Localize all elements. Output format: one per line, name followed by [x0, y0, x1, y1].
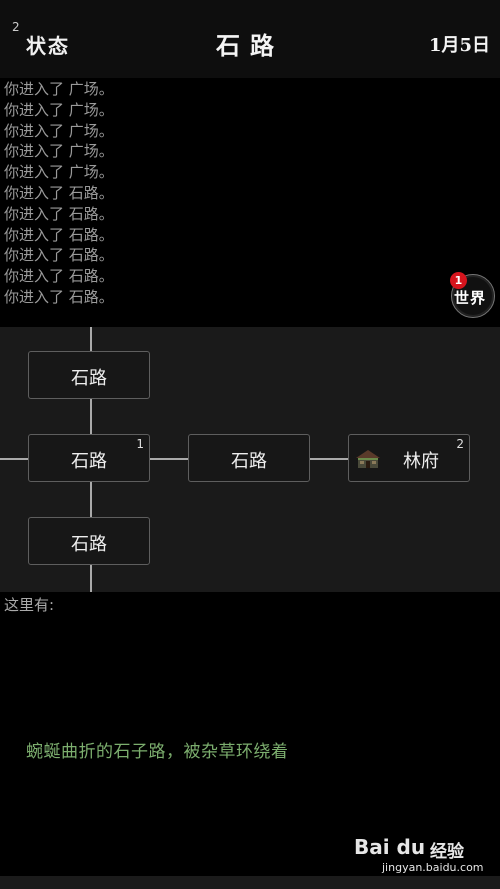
- baidu-logo: Bai du: [354, 835, 426, 859]
- status-count: 2: [12, 20, 20, 34]
- world-button[interactable]: 世界 1: [450, 272, 496, 318]
- log-line: 你进入了 广场。: [4, 100, 114, 119]
- log-line: 你进入了 广场。: [4, 80, 114, 98]
- bottom-bar: [0, 876, 500, 889]
- map-node-current[interactable]: 石路 1: [28, 434, 150, 482]
- game-date: 1月5日: [428, 35, 490, 56]
- path-line: [90, 565, 92, 592]
- log-line: 你进入了 广场。: [4, 121, 114, 140]
- status-label: 状态: [26, 34, 70, 58]
- message-log: 你进入了 广场。 你进入了 广场。 你进入了 广场。 你进入了 广场。 你进入了…: [4, 79, 424, 308]
- path-line: [310, 458, 348, 460]
- baidu-experience-label: 经验: [430, 842, 464, 862]
- map-node-south[interactable]: 石路: [28, 517, 150, 565]
- log-line: 你进入了 石路。: [4, 183, 114, 202]
- path-line: [0, 458, 28, 460]
- log-line: 你进入了 石路。: [4, 225, 114, 244]
- location-description: 蜿蜒曲折的石子路，被杂草环绕着: [26, 742, 289, 762]
- baidu-watermark: Bai du 经验 jingyan.baidu.com: [354, 835, 494, 877]
- map-node-far-east[interactable]: 林府 2: [348, 434, 470, 482]
- map-node-north[interactable]: 石路: [28, 351, 150, 399]
- world-badge: 1: [450, 272, 467, 289]
- map-panel: 石路 石路 1 石路 石路 林府 2: [0, 327, 500, 592]
- map-node-count: 2: [456, 437, 464, 451]
- path-line: [90, 399, 92, 434]
- map-node-label: 林府: [403, 451, 439, 472]
- path-line: [90, 327, 92, 351]
- baidu-url: jingyan.baidu.com: [382, 861, 484, 874]
- map-node-label: 石路: [231, 451, 267, 472]
- log-line: 你进入了 石路。: [4, 246, 114, 265]
- here-label: 这里有:: [4, 596, 55, 614]
- log-line: 你进入了 石路。: [4, 267, 114, 286]
- world-label: 世界: [454, 289, 487, 307]
- log-line: 你进入了 广场。: [4, 142, 114, 161]
- map-node-count: 1: [136, 437, 144, 451]
- map-node-label: 石路: [71, 368, 107, 389]
- log-line: 你进入了 石路。: [4, 204, 114, 223]
- map-node-label: 石路: [71, 534, 107, 555]
- top-bar: 2 状态 石路 1月5日: [0, 0, 500, 78]
- path-line: [90, 482, 92, 517]
- location-title: 石路: [216, 31, 284, 60]
- map-node-label: 石路: [71, 451, 107, 472]
- status-button[interactable]: 2 状态: [8, 20, 78, 60]
- path-line: [150, 458, 188, 460]
- house-icon: [356, 450, 380, 468]
- log-line: 你进入了 石路。: [4, 287, 114, 306]
- map-node-east[interactable]: 石路: [188, 434, 310, 482]
- log-line: 你进入了 广场。: [4, 163, 114, 182]
